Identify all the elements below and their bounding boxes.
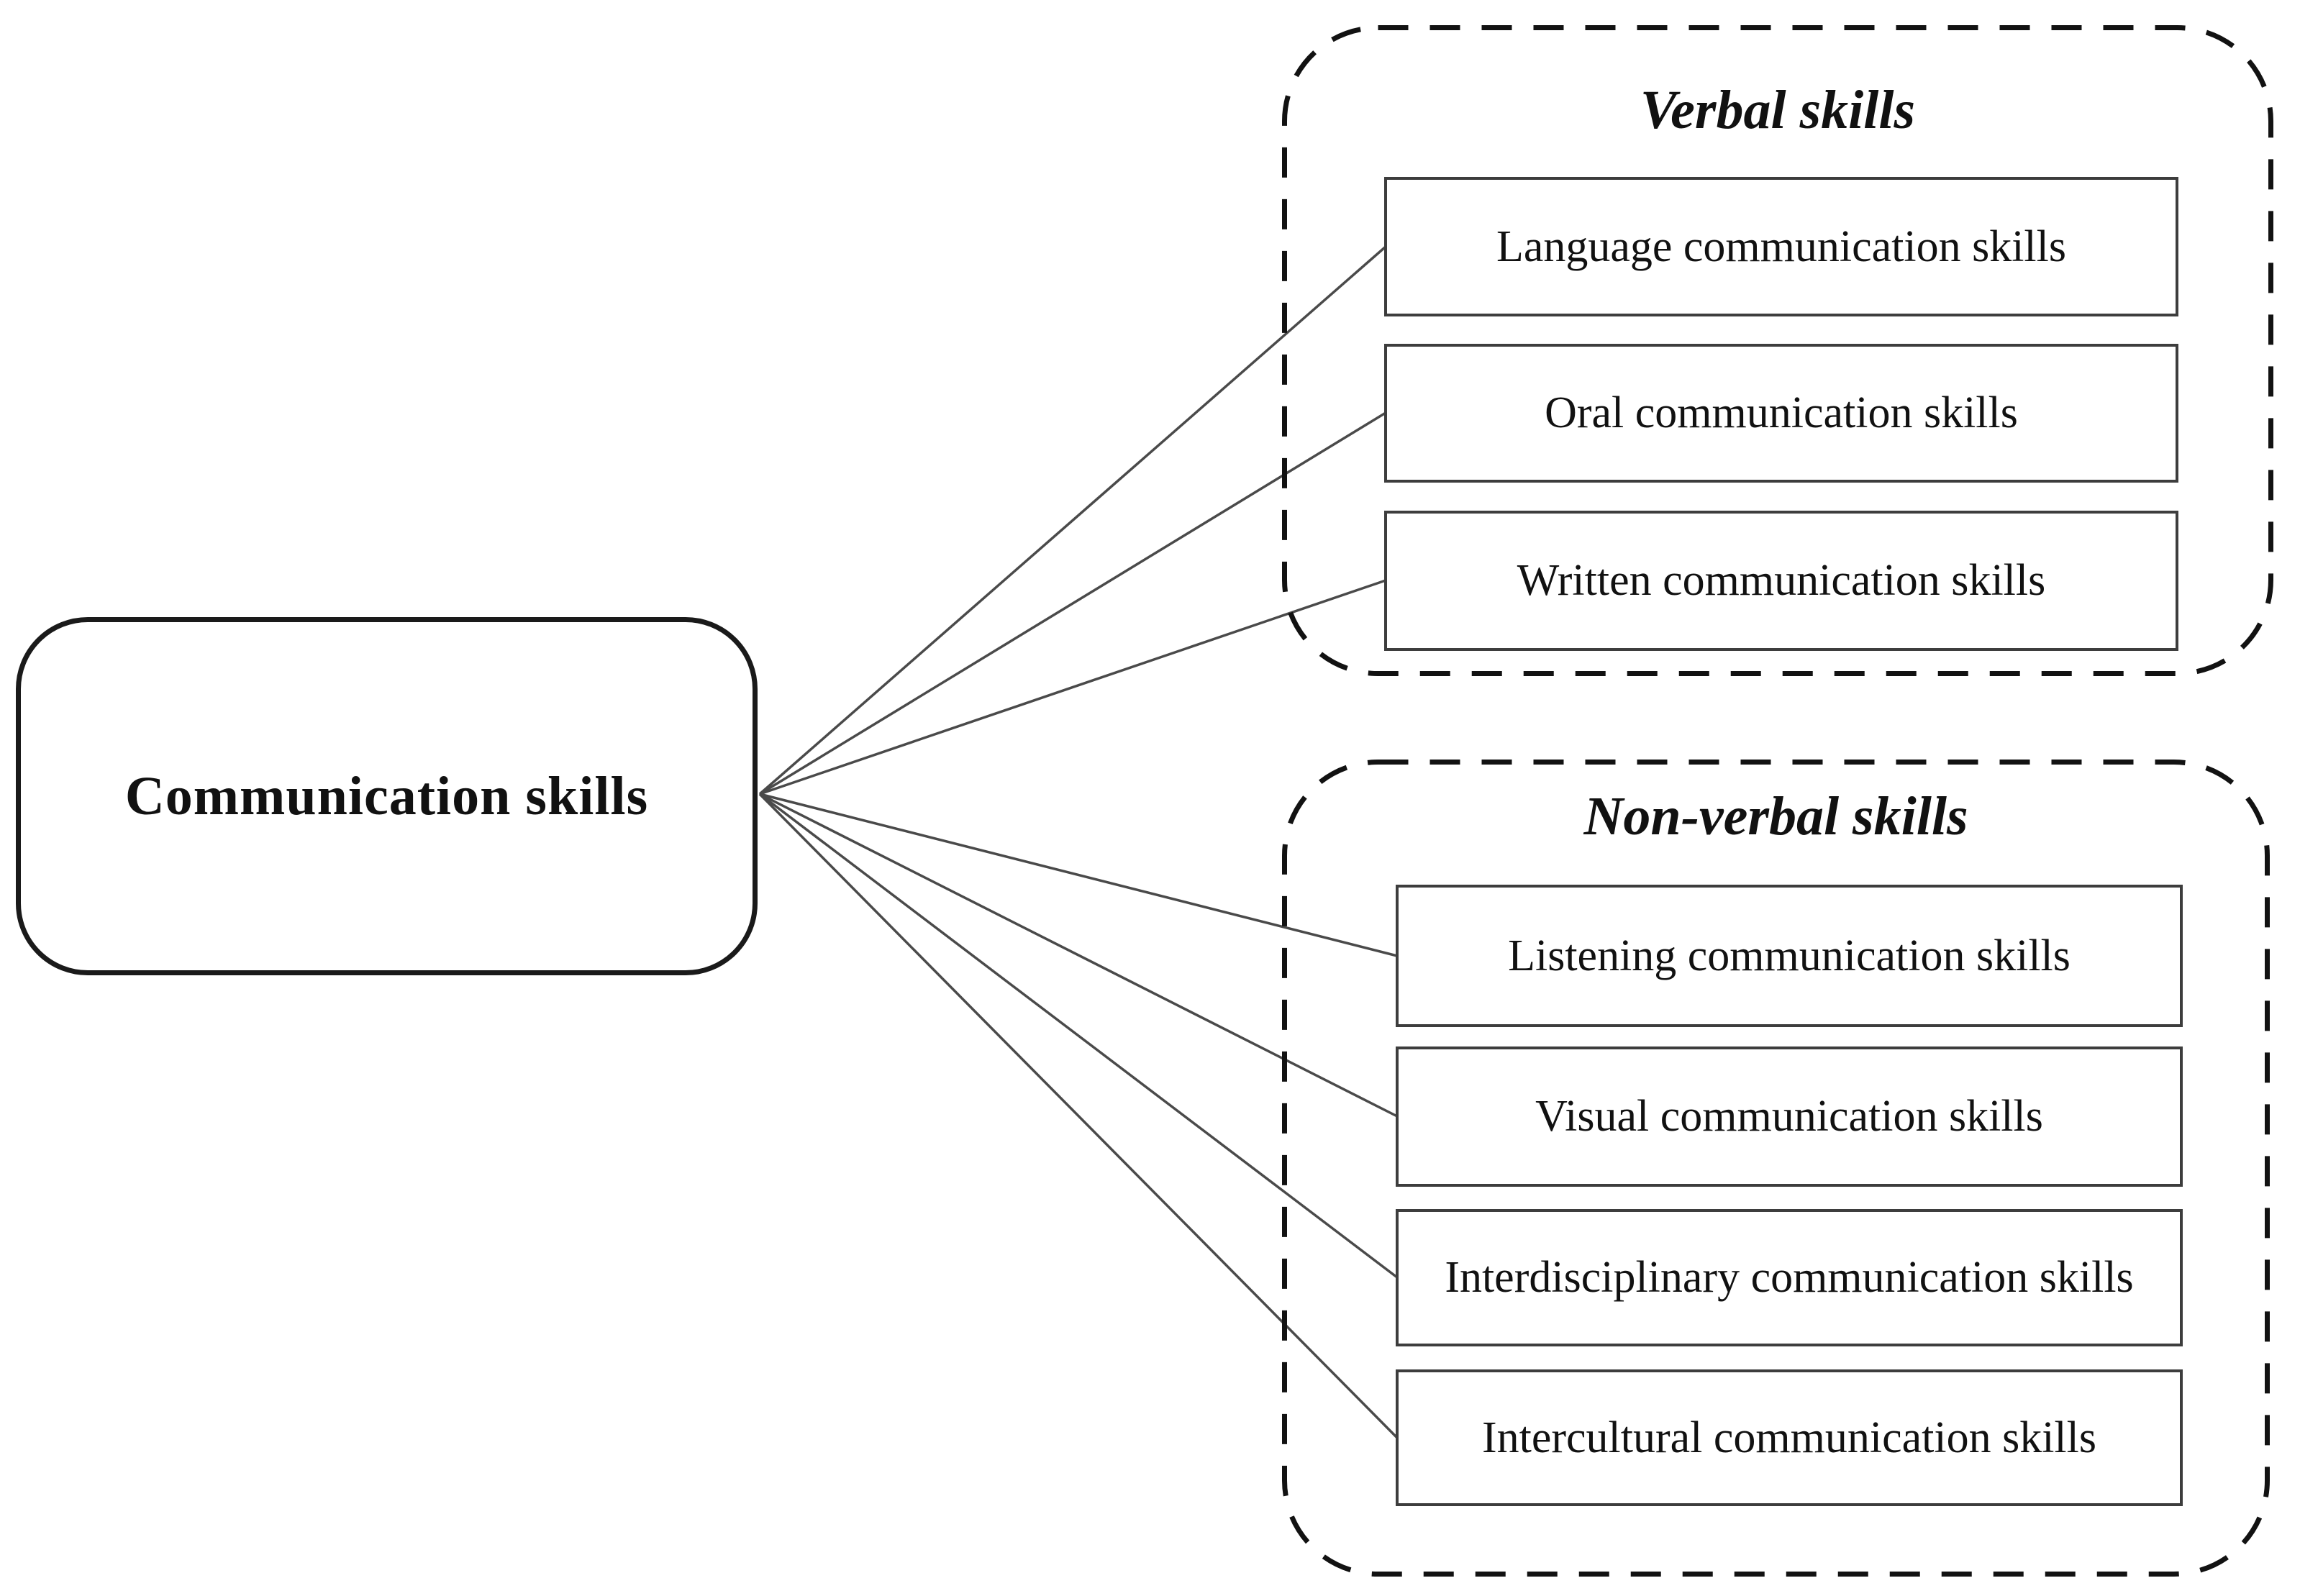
node-written-communication-skills: Written communication skills bbox=[1384, 511, 2178, 651]
group-title-verbal-skills: Verbal skills bbox=[1640, 80, 1916, 140]
connector-line-oral bbox=[759, 411, 1386, 795]
connector-line-intercultural bbox=[758, 793, 1399, 1439]
node-language-communication-skills: Language communication skills bbox=[1384, 177, 2178, 316]
node-listening-communication-skills: Listening communication skills bbox=[1396, 885, 2183, 1027]
connector-line-interdisciplinary bbox=[758, 793, 1399, 1279]
node-communication-skills: Communication skills bbox=[16, 617, 758, 975]
group-title-nonverbal-skills: Non-verbal skills bbox=[1583, 786, 1968, 847]
connector-line-listening bbox=[759, 793, 1398, 957]
nonverbal-skills-group-outline bbox=[1282, 760, 2270, 1577]
connector-line-visual bbox=[759, 793, 1398, 1118]
node-interdisciplinary-communication-skills: Interdisciplinary communication skills bbox=[1396, 1209, 2183, 1346]
node-intercultural-communication-skills: Intercultural communication skills bbox=[1396, 1369, 2183, 1506]
connector-line-language bbox=[758, 245, 1387, 795]
node-visual-communication-skills: Visual communication skills bbox=[1396, 1046, 2183, 1187]
node-oral-communication-skills: Oral communication skills bbox=[1384, 344, 2178, 483]
connector-line-written bbox=[759, 579, 1386, 795]
